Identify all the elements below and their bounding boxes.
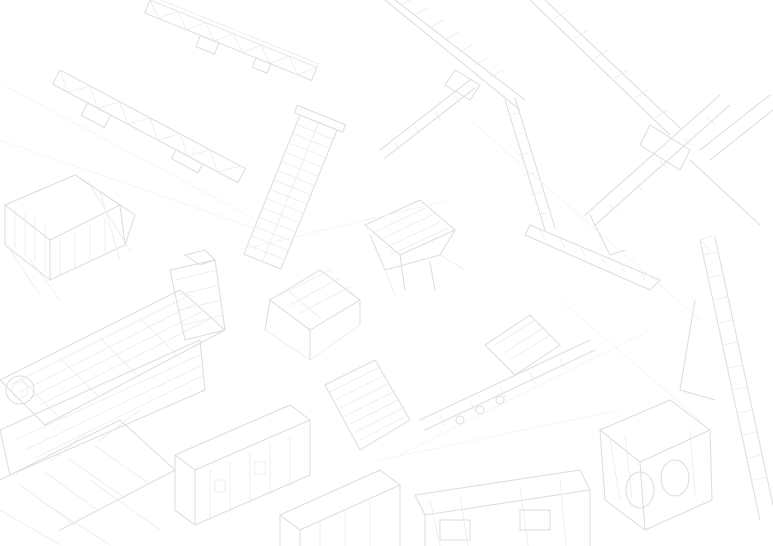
cabin-structure (4, 174, 136, 301)
portable-office-containers (174, 404, 401, 546)
tracked-machine (414, 469, 591, 546)
hopper-structure (364, 199, 466, 296)
conveyor-truss-top (144, 0, 319, 82)
tower-crane-boom (379, 0, 773, 291)
construction-lines (0, 119, 701, 461)
platform-structure (264, 269, 361, 361)
mining-vehicle (399, 314, 651, 456)
bucket-wheel-excavator (0, 249, 226, 546)
dual-tank-structure (599, 399, 713, 532)
lattice-mast (679, 235, 773, 521)
conveyor-truss-middle (5, 69, 254, 219)
grated-box (324, 359, 411, 451)
vertical-truss-structure (243, 104, 347, 270)
